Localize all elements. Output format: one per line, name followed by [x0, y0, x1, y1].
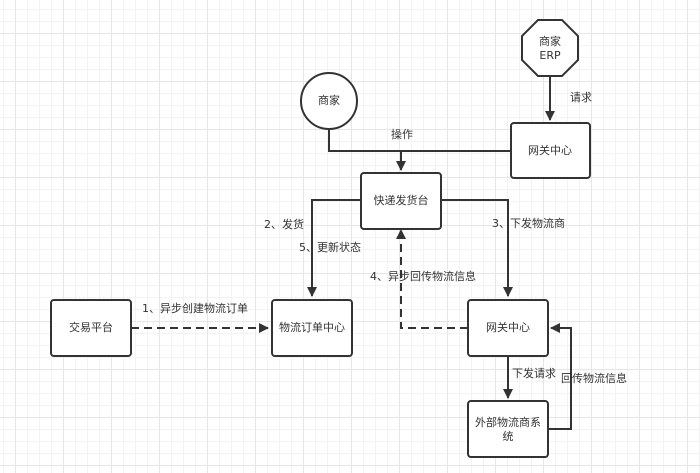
rect-shape[interactable] — [467, 299, 549, 357]
edge-ship[interactable]: 2、发货 5、更新状态 — [264, 199, 361, 297]
node-logistics-order-center[interactable]: 物流订单中心 — [271, 299, 353, 357]
edge-label-async-create: 1、异步创建物流订单 — [142, 301, 248, 315]
edge-return-info[interactable]: 回传物流信息 — [548, 323, 627, 430]
edge-request[interactable]: 请求 — [545, 76, 592, 121]
circle-shape[interactable] — [300, 72, 358, 130]
edge-label-async-return: 4、异步回传物流信息 — [370, 269, 476, 283]
node-gateway-top[interactable]: 网关中心 — [510, 122, 591, 179]
node-merchant-label: 商家 — [318, 93, 340, 107]
edge-send-request[interactable]: 下发请求 — [503, 356, 556, 399]
edge-operate[interactable]: 操作 — [328, 127, 511, 171]
edge-label-operate: 操作 — [391, 127, 413, 141]
edge-operate-line[interactable] — [328, 128, 511, 152]
node-merchant-erp[interactable]: 商家 ERP — [521, 19, 579, 77]
node-logistics-order-center-label: 物流订单中心 — [279, 320, 345, 334]
edge-label-request: 请求 — [570, 91, 592, 104]
rect-shape[interactable] — [510, 122, 591, 179]
node-express-desk[interactable]: 快递发货台 — [360, 172, 442, 230]
rect-shape[interactable] — [50, 299, 132, 357]
edge-label-ship: 2、发货 — [264, 217, 304, 231]
node-external-logistics-line2: 统 — [503, 430, 514, 443]
edge-label-return-info: 回传物流信息 — [561, 371, 627, 385]
node-trade-platform[interactable]: 交易平台 — [50, 299, 132, 357]
rect-shape[interactable] — [467, 400, 549, 458]
rect-shape[interactable] — [271, 299, 353, 357]
edge-label-send-request: 下发请求 — [512, 366, 556, 380]
edge-return-info-line[interactable] — [548, 323, 572, 430]
edge-label-update-status: 5、更新状态 — [299, 240, 361, 254]
octagon-shape[interactable] — [521, 19, 579, 77]
node-external-logistics-line1: 外部物流商系 — [475, 415, 541, 429]
node-merchant-erp-line1: 商家 — [539, 34, 561, 48]
edge-dispatch-carrier-line[interactable] — [441, 199, 513, 297]
edge-dispatch-carrier[interactable]: 3、下发物流商 — [441, 199, 565, 297]
node-trade-platform-label: 交易平台 — [69, 320, 113, 334]
edge-label-dispatch-carrier: 3、下发物流商 — [492, 216, 565, 230]
node-gateway-top-label: 网关中心 — [528, 143, 572, 157]
node-gateway-bottom[interactable]: 网关中心 — [467, 299, 549, 357]
edge-async-return[interactable]: 4、异步回传物流信息 — [370, 229, 476, 329]
rect-shape[interactable] — [360, 172, 442, 230]
node-merchant-erp-line2: ERP — [539, 49, 561, 62]
edge-ship-line[interactable] — [307, 199, 361, 297]
edge-async-return-line[interactable] — [396, 229, 468, 329]
node-external-logistics[interactable]: 外部物流商系 统 — [467, 400, 549, 458]
edge-async-create[interactable]: 1、异步创建物流订单 — [131, 301, 269, 333]
node-merchant[interactable]: 商家 — [300, 72, 358, 130]
node-gateway-bottom-label: 网关中心 — [486, 320, 530, 334]
node-express-desk-label: 快递发货台 — [374, 193, 429, 207]
